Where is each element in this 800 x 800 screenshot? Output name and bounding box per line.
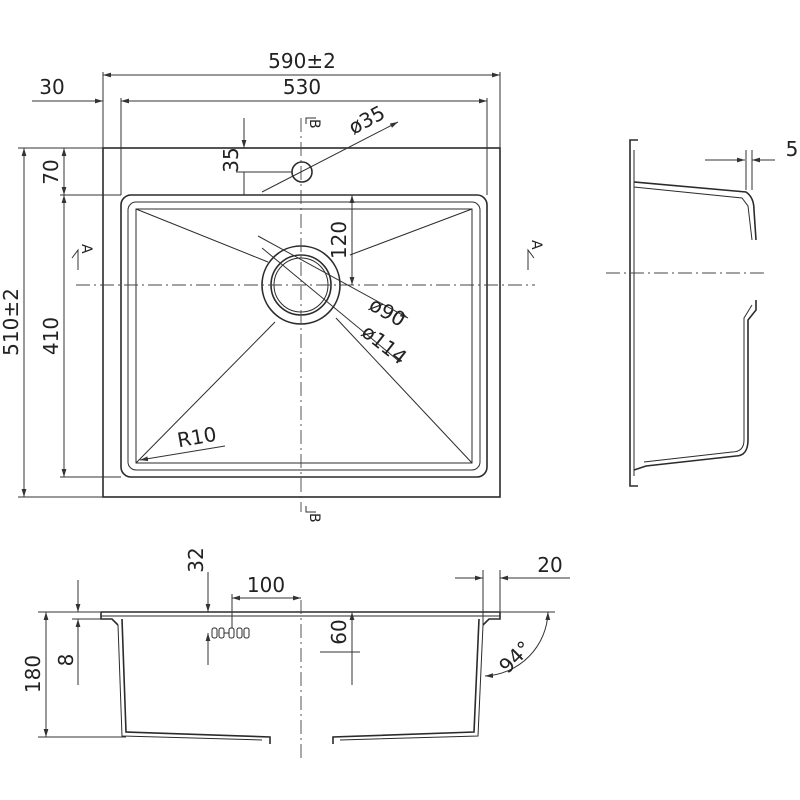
dim-inner-width: 530 (283, 75, 321, 99)
dim-flange-thickness: 5 (786, 137, 799, 161)
overflow-slot (211, 627, 250, 639)
dim-overflow-offset: 100 (247, 573, 285, 597)
section-marker-a-right: A (527, 240, 544, 270)
top-view: 590±2 530 30 510±2 410 70 35 ø35 120 ø90… (0, 49, 544, 523)
dim-overflow-top: 32 (184, 547, 208, 572)
dim-drain-outer-diameter: ø114 (357, 320, 412, 370)
dim-overall-width: 590±2 (268, 49, 336, 73)
tap-hole (291, 161, 313, 183)
side-view: 5 (606, 137, 799, 487)
dim-flange-offset: 30 (39, 75, 64, 99)
slope-line-br (335, 317, 473, 464)
dim-inner-height: 410 (39, 317, 63, 355)
slope-line-tr (349, 208, 473, 256)
svg-text:A: A (528, 240, 544, 250)
section-marker-b-bottom: B (305, 506, 322, 523)
slope-line-tl (135, 208, 269, 263)
dim-tap-hole-offset: 35 (219, 147, 243, 172)
svg-text:A: A (78, 244, 94, 254)
slope-line-bl (135, 321, 276, 464)
section-marker-b-top: B (305, 117, 322, 129)
dim-total-depth: 180 (21, 655, 45, 693)
dim-overall-height: 510±2 (0, 288, 23, 356)
basin-inner-edge (127, 201, 481, 471)
dim-tap-hole-diameter: ø35 (344, 100, 389, 139)
sink-flange-outline (102, 147, 501, 498)
front-section-view: 180 8 32 100 60 20 94° (21, 547, 570, 760)
basin-bottom (135, 208, 473, 464)
dim-wall-angle: 94° (494, 636, 536, 678)
dim-rim-width: 20 (537, 553, 562, 577)
section-marker-a-left: A (71, 244, 94, 270)
dim-top-offset: 70 (39, 159, 63, 184)
svg-text:B: B (306, 119, 322, 129)
svg-text:B: B (306, 513, 322, 523)
dim-flange-depth: 8 (54, 654, 78, 667)
dim-drain-offset: 120 (327, 221, 351, 259)
dim-overflow-depth: 60 (327, 619, 351, 644)
